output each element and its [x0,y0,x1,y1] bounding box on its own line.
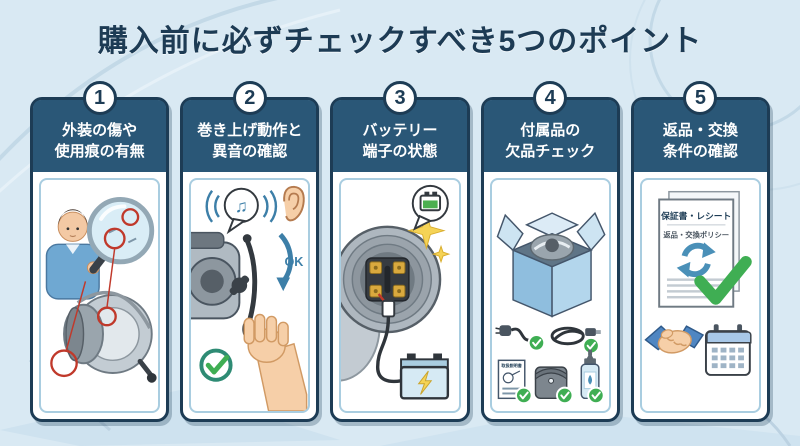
ok-label: OK [285,255,305,269]
card-3-illustration-panel [339,178,461,413]
check-badge [555,386,574,405]
card-battery-terminals: 3 バッテリー 端子の状態 [330,81,470,422]
card-1-body [33,172,166,419]
ear-icon [283,185,305,222]
check-badge [586,386,605,405]
card-5-heading-line1: 返品・交換 [662,122,738,139]
card-return-policy: 5 返品・交換 条件の確認 保証書・レシート 返品・交換ポリシー [630,81,771,422]
card-3-heading: バッテリー 端子の状態 [333,100,467,172]
connector-housing-icon [341,225,442,334]
lightning-icon [418,370,433,395]
manual-label: 取扱説明書 [501,362,521,368]
baitcast-reel-icon [191,231,250,320]
calendar-icon [704,324,752,376]
document-title: 保証書・レシート [660,210,731,221]
number-badge-5: 5 [683,81,718,115]
card-2-illustration-panel: ♫ [189,178,311,413]
check-badge [514,386,533,405]
open-box-icon [496,211,606,318]
terminal-illustration [341,184,451,400]
power-cord-icon [494,325,535,342]
battery-icon [400,353,450,400]
card-5-heading-line2: 条件の確認 [662,143,738,160]
power-cable-icon [376,293,402,384]
card-winding-noise: 2 巻き上げ動作と 異音の確認 [180,81,320,422]
sound-waves-icon [205,189,278,223]
number-badge-4: 4 [533,81,568,115]
card-4-heading-line1: 付属品の [520,122,581,139]
number-badge-3: 3 [383,81,417,115]
usb-cable-icon [550,326,601,346]
policy-illustration: 保証書・レシート 返品・交換ポリシー [644,190,752,376]
card-1-heading-line1: 外装の傷や [62,122,138,139]
card-3-heading-line1: バッテリー [362,122,438,139]
check-badge [527,333,545,352]
card-2-heading-line1: 巻き上げ動作と [197,122,303,139]
exchange-arrows-icon [676,242,716,278]
card-4-illustration-panel: 取扱説明書 [489,178,611,413]
scratch-marker-icons [50,208,140,378]
person-icon [45,209,100,300]
sound-bubble: ♫ [223,187,260,235]
card-2-body: ♫ [183,172,316,419]
ok-arrow-icon: OK [276,232,305,292]
card-4-heading: 付属品の 欠品チェック [483,100,617,172]
music-note-icon: ♫ [235,196,248,216]
winding-illustration: ♫ [191,185,308,411]
card-accessories-check: 4 付属品の 欠品チェック [480,81,620,422]
card-3-heading-line2: 端子の状態 [362,143,438,160]
checkpoint-cards-row: 1 外装の傷や 使用痕の有無 [30,81,771,422]
card-5-body: 保証書・レシート 返品・交換ポリシー [634,172,767,419]
check-circle-icon [199,348,233,382]
hand-icon [243,313,308,411]
page-title: 購入前に必ずチェックすべき5つのポイント [97,25,703,58]
card-1-illustration-panel [39,178,161,413]
card-exterior-scratches: 1 外装の傷や 使用痕の有無 [30,81,170,422]
battery-bubble [412,184,450,231]
approval-check-icon [694,256,752,305]
card-2-heading-line2: 異音の確認 [212,143,288,160]
card-4-body: 取扱説明書 [484,172,617,419]
number-badge-1: 1 [82,81,117,115]
card-1-heading-line2: 使用痕の有無 [54,143,145,160]
card-3-body [333,172,466,419]
number-badge-2: 2 [232,81,267,115]
card-4-heading-line2: 欠品チェック [505,143,596,160]
inspection-illustration [45,197,157,383]
magnifier-icon [86,197,155,274]
check-badge [581,336,600,355]
document-subtitle: 返品・交換ポリシー [663,231,729,240]
card-5-illustration-panel: 保証書・レシート 返品・交換ポリシー [639,178,762,413]
handshake-icon [644,325,704,354]
accessories-illustration: 取扱説明書 [494,211,606,405]
